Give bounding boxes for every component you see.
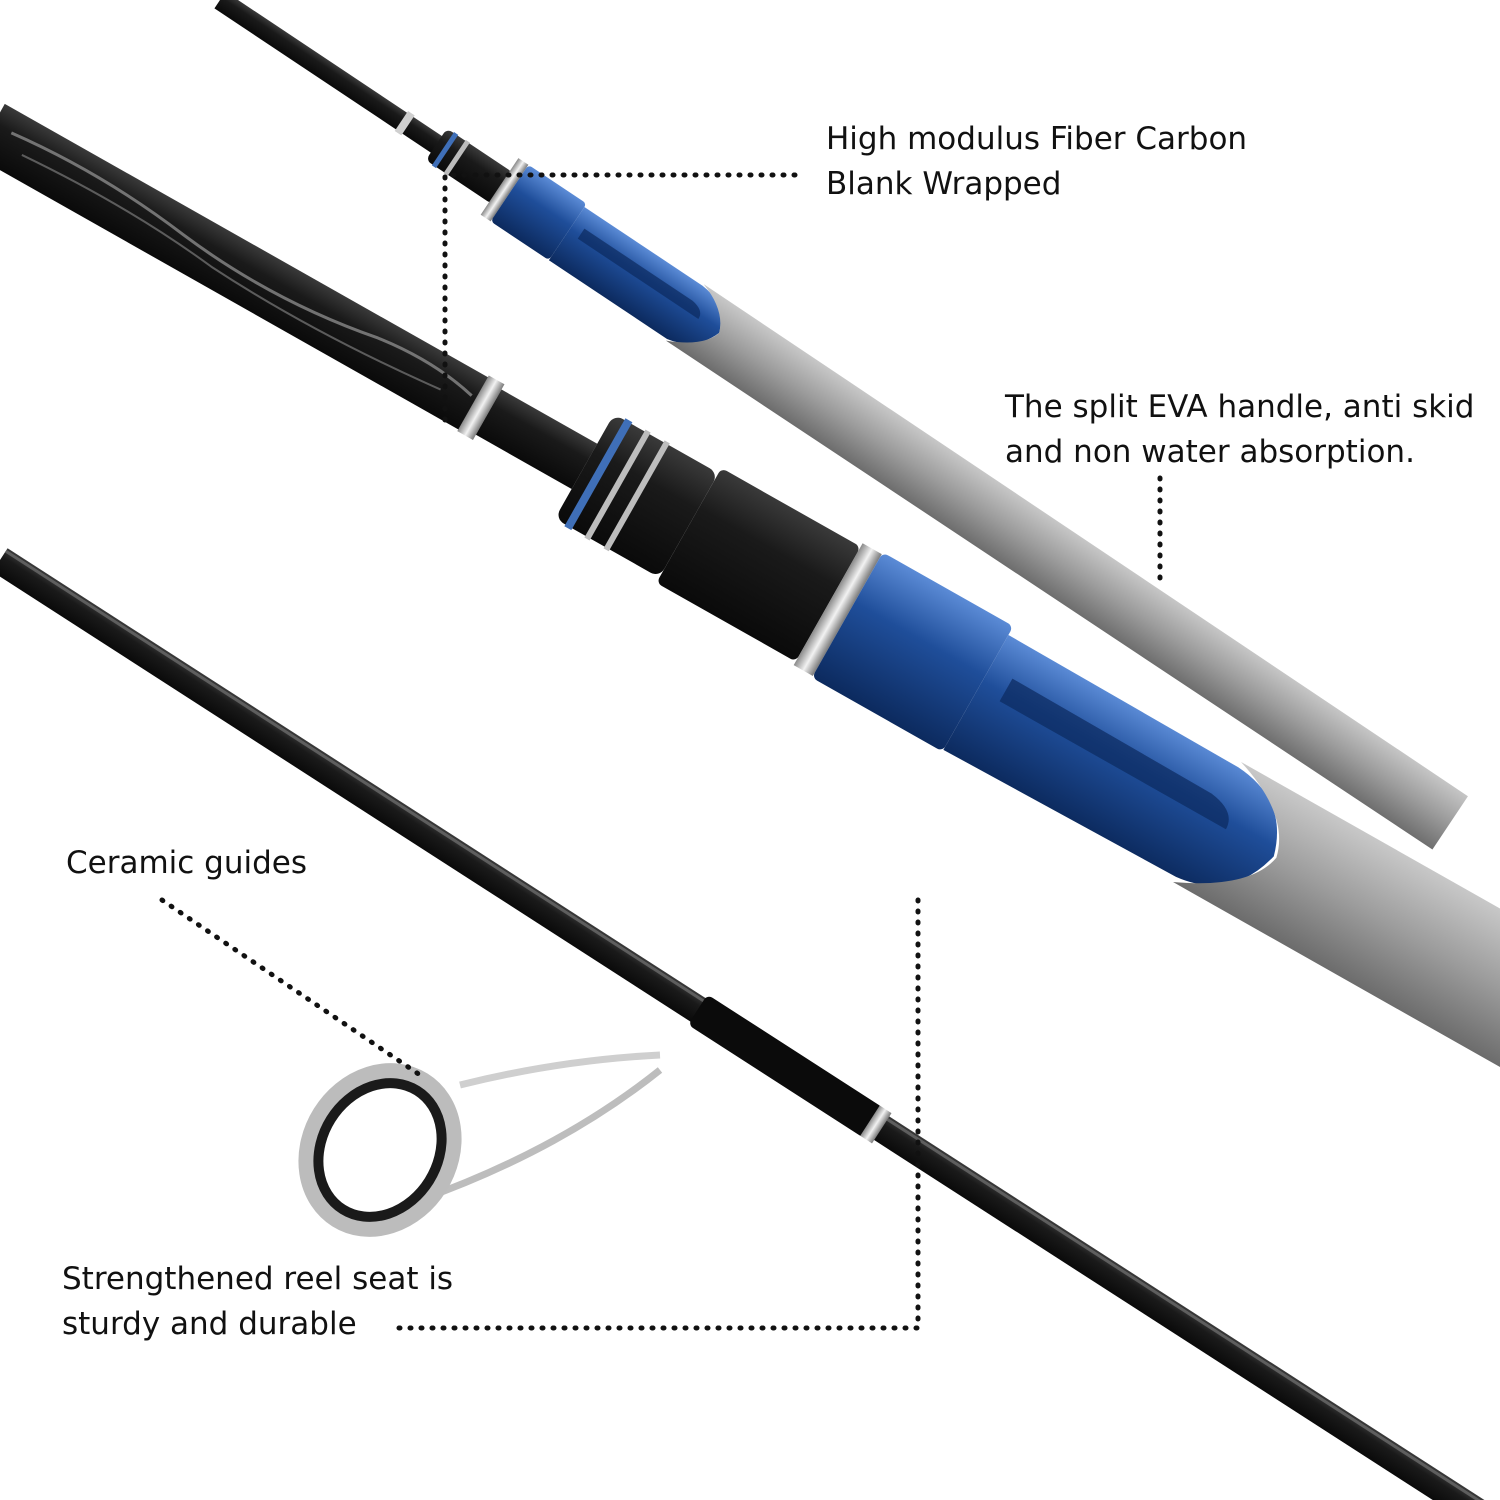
callout-reel-seat-line1: Strengthened reel seat is <box>62 1261 454 1297</box>
upper-rod <box>214 0 1468 850</box>
callout-fiber-carbon-line1: High modulus Fiber Carbon <box>826 121 1248 157</box>
callout-reel-seat: Strengthened reel seat is sturdy and dur… <box>62 1257 453 1347</box>
callout-fiber-carbon: High modulus Fiber Carbon Blank Wrapped <box>826 117 1247 207</box>
callout-ceramic-guides: Ceramic guides <box>66 841 307 886</box>
leader-guides <box>159 897 423 1078</box>
leader-lines <box>159 172 1163 1331</box>
callout-eva-handle: The split EVA handle, anti skid and non … <box>1005 385 1474 475</box>
leader-seat <box>395 897 921 1331</box>
callout-reel-seat-line2: sturdy and durable <box>62 1306 357 1342</box>
callout-ceramic-guides-line1: Ceramic guides <box>66 845 308 881</box>
lower-rod <box>0 548 1500 1500</box>
leader-carbon <box>442 172 808 423</box>
callout-eva-handle-line1: The split EVA handle, anti skid <box>1005 389 1475 425</box>
ceramic-guide <box>298 1051 663 1237</box>
middle-rod <box>0 103 1500 1178</box>
callout-fiber-carbon-line2: Blank Wrapped <box>826 166 1062 202</box>
callout-eva-handle-line2: and non water absorption. <box>1005 434 1415 470</box>
